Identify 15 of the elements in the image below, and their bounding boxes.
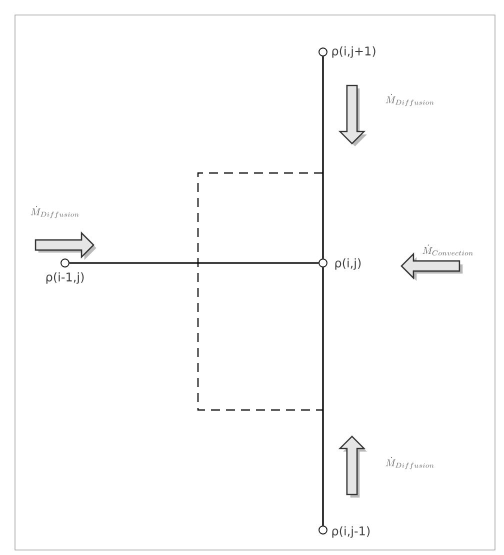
grid-line — [322, 267, 324, 526]
point-label: ρ(i,j) — [335, 258, 361, 270]
point-label: ρ(i-1,j) — [46, 272, 84, 284]
flux-label: $\dot{M}_{Diffusion}$ — [386, 94, 434, 106]
grid-point — [318, 48, 328, 56]
flux-label: $\dot{M}_{Diffusion}$ — [386, 456, 434, 470]
grid-point — [60, 258, 70, 268]
grid-point — [318, 526, 328, 534]
point-label: ρ(i,j-1) — [332, 526, 370, 538]
grid-line — [69, 262, 319, 264]
point-label: ρ(i,j+1) — [332, 46, 376, 58]
flux-label: $\dot{M}_{Diffusion}$ — [30, 206, 79, 218]
grid-point — [318, 258, 328, 268]
flux-label: $\dot{M}_{Convection}$ — [422, 244, 473, 256]
grid-line — [322, 56, 324, 259]
